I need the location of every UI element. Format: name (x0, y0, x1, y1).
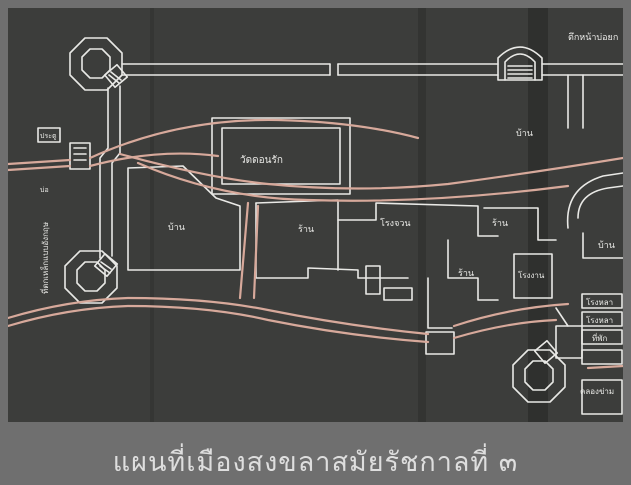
label-left-small-1: ประตู (40, 132, 57, 140)
label-warehouse-1: โรงหลา (586, 297, 613, 307)
label-shop-a: ร้าน (298, 224, 314, 235)
label-house-left: บ้าน (168, 222, 185, 233)
temple-block (221, 127, 341, 185)
house-lot-left (127, 165, 241, 271)
map-photo: ตึกหน้าบ่อยก วัดดอนรัก บ้าน บ้าน บ้าน ร้… (8, 8, 623, 422)
paper-fold (150, 8, 154, 422)
east-lots (555, 172, 623, 415)
fort-bottom-right (512, 339, 566, 403)
fort-bottom-left (64, 250, 119, 304)
label-canal-bottom: คลองข่าม (580, 387, 614, 396)
map-caption: แผนที่เมืองสงขลาสมัยรัชกาลที่ ๓ (112, 447, 519, 478)
fort-top-left (69, 37, 129, 91)
central-blocks (255, 199, 557, 355)
label-temple: วัดดอนรัก (240, 155, 283, 166)
label-left-small-2: บ่อ (40, 186, 49, 194)
label-house-top-right: บ้าน (516, 128, 533, 139)
label-warehouse-2: โรงหลา (586, 315, 613, 325)
label-small-right: ที่พัก (592, 332, 608, 343)
north-wall (121, 63, 623, 129)
roads (8, 118, 623, 370)
label-left-vertical: ที่ตกเหล็กแบบอังกฤษ (39, 222, 50, 294)
label-top-right-gate: ตึกหน้าบ่อยก (568, 32, 618, 43)
paper-fold (418, 8, 426, 422)
label-shop-c: ร้าน (458, 268, 474, 279)
label-house-right: บ้าน (598, 240, 615, 251)
left-margin-box (37, 127, 61, 143)
label-factory: โรงงาน (518, 270, 545, 280)
label-shop-center: โรงจวน (380, 218, 411, 229)
fort-top-right (497, 46, 543, 81)
label-shop-b: ร้าน (492, 218, 508, 229)
